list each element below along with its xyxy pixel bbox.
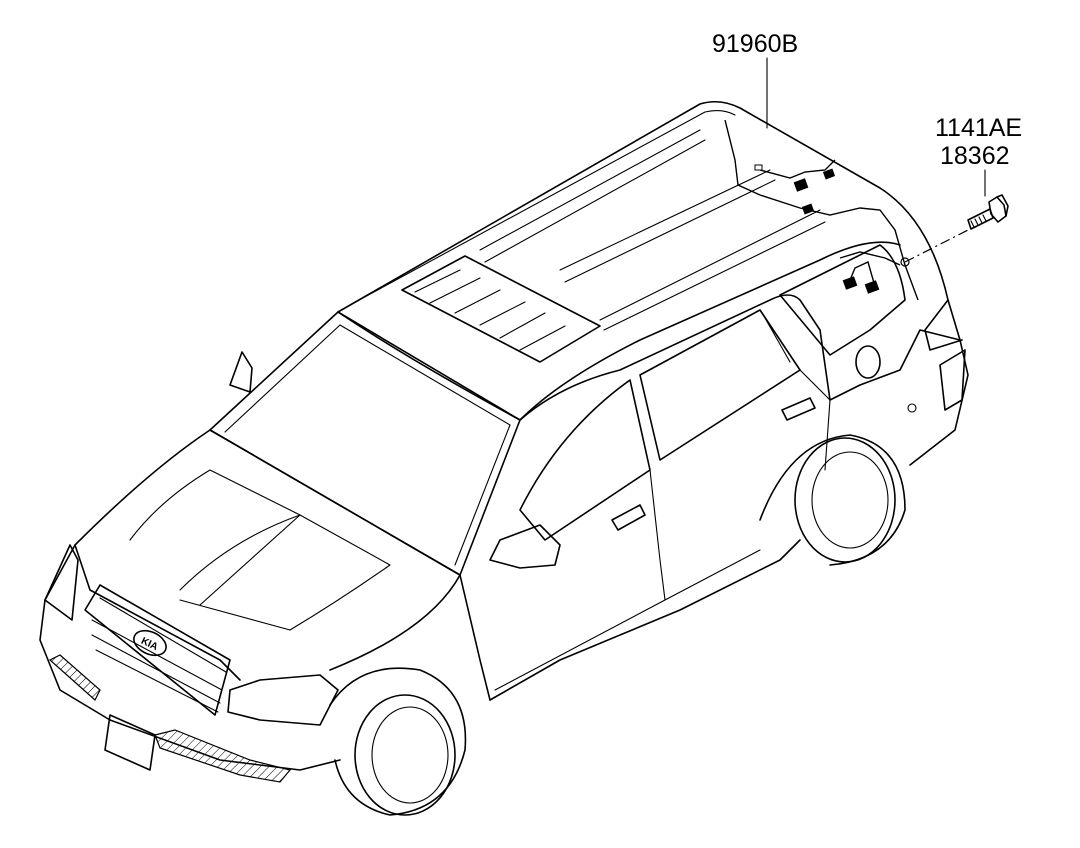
wiring-harness xyxy=(724,119,919,301)
rear-wheel xyxy=(759,434,906,566)
car-body-outline xyxy=(39,100,969,816)
bolt-install-axis xyxy=(904,227,973,263)
part-label-harness: 91960B xyxy=(712,30,798,58)
part-label-bolt-1: 1141AE xyxy=(935,114,1022,142)
kia-badge: KIA xyxy=(133,629,167,657)
bolt-icon xyxy=(967,194,1009,230)
part-label-bolt-2: 18362 xyxy=(940,142,1010,170)
front-wheel xyxy=(329,667,467,816)
